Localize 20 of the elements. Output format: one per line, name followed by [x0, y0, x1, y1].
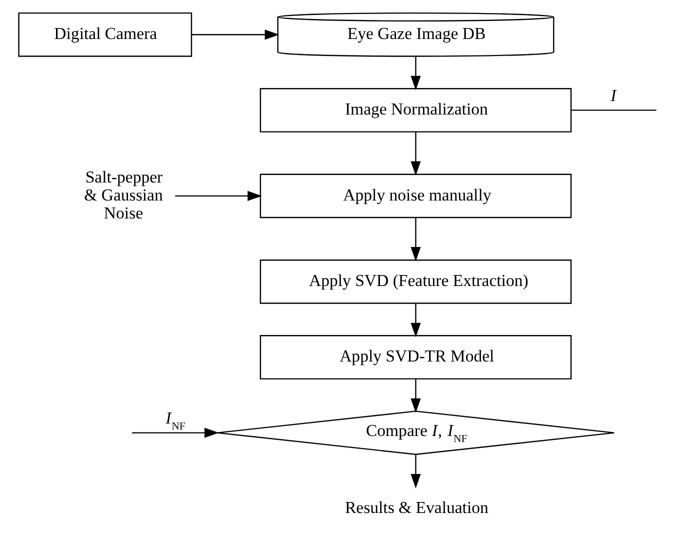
node-box: Apply SVD (Feature Extraction)	[260, 260, 572, 304]
arrow	[410, 56, 421, 90]
node-diamond: Compare I, I$_{NF}$	[216, 410, 615, 455]
node-text: Salt-pepper & Gaussian Noise	[84, 167, 163, 222]
arrow	[410, 379, 421, 413]
arrow	[410, 218, 421, 262]
arrow	[132, 428, 219, 438]
node-box: Digital Camera	[18, 12, 192, 57]
arrow	[410, 304, 421, 338]
node-text: Results & Evaluation	[344, 498, 488, 517]
arrow	[410, 132, 421, 176]
node-box: Apply noise manually	[260, 174, 572, 218]
connector	[571, 110, 656, 111]
node-box: Image Normalization	[260, 88, 572, 132]
arrow	[410, 454, 421, 488]
edge-label: I	[610, 86, 616, 105]
arrow	[175, 190, 262, 201]
arrow	[192, 30, 280, 40]
node-box: Apply SVD-TR Model	[260, 335, 572, 380]
edge-label: I$_{NF}$	[166, 408, 186, 432]
